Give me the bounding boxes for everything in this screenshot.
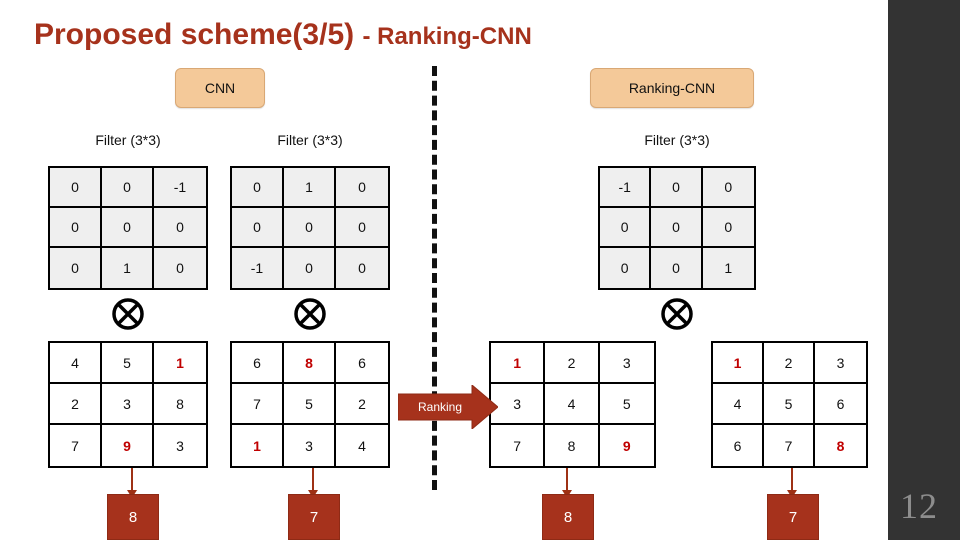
grid-cell: 3 — [154, 425, 206, 466]
grid-cell: 4 — [545, 384, 600, 425]
grid-cell: 7 — [764, 425, 815, 466]
result-box: 8 — [542, 494, 594, 540]
grid-cell: 6 — [232, 343, 284, 384]
grid-cell: 7 — [232, 384, 284, 425]
grid-cell: 5 — [764, 384, 815, 425]
grid-cell: 8 — [815, 425, 866, 466]
grid-cell: 0 — [50, 248, 102, 288]
grid-cell: 1 — [702, 248, 754, 288]
page-title-main: Proposed scheme(3/5) — [34, 18, 363, 51]
connector-line — [131, 468, 133, 492]
grid-cell: 1 — [232, 425, 284, 466]
grid-cell: 7 — [491, 425, 546, 466]
convolution-icon — [292, 296, 328, 332]
grid-cell: 5 — [284, 384, 336, 425]
grid-cell: 0 — [702, 168, 754, 208]
ranking-arrow: Ranking — [398, 385, 498, 429]
grid-cell: 1 — [284, 168, 336, 208]
grid-cell: 0 — [232, 168, 284, 208]
convolution-icon — [659, 296, 695, 332]
grid-cell: -1 — [600, 168, 652, 208]
connector-line — [312, 468, 314, 492]
grid-cell: 3 — [284, 425, 336, 466]
grid-cell: 1 — [491, 343, 546, 384]
caption-filter-2: Filter (3*3) — [277, 132, 343, 148]
grid-cell: 1 — [154, 343, 206, 384]
grid-cell: 3 — [815, 343, 866, 384]
grid-cell: 9 — [599, 425, 654, 466]
caption-filter-1: Filter (3*3) — [95, 132, 161, 148]
grid-cell: 2 — [336, 384, 388, 425]
grid-cell: 3 — [102, 384, 154, 425]
grid-cell: 0 — [336, 208, 388, 248]
grid-cell: -1 — [232, 248, 284, 288]
grid-cell: 1 — [713, 343, 764, 384]
grid-cell: 3 — [491, 384, 546, 425]
page-title-sub: - Ranking-CNN — [362, 23, 532, 50]
grid-cell: -1 — [154, 168, 206, 208]
slide-side-band — [888, 0, 960, 540]
result-box: 7 — [767, 494, 819, 540]
grid-cell: 0 — [651, 168, 703, 208]
grid-cell: 0 — [600, 248, 652, 288]
grid-cell: 0 — [651, 208, 703, 248]
page-title: Proposed scheme(3/5) - Ranking-CNN — [34, 18, 874, 60]
grid-cell: 6 — [815, 384, 866, 425]
grid-cell: 4 — [336, 425, 388, 466]
connector-line — [566, 468, 568, 492]
slide-number: 12 — [900, 486, 938, 526]
connector-line — [791, 468, 793, 492]
grid-cell: 4 — [713, 384, 764, 425]
grid-cell: 8 — [154, 384, 206, 425]
grid-cell: 6 — [336, 343, 388, 384]
grid-cell: 0 — [102, 208, 154, 248]
grid-cell: 0 — [702, 208, 754, 248]
grid-cell: 5 — [102, 343, 154, 384]
grid-cell: 0 — [154, 208, 206, 248]
grid-cell: 7 — [50, 425, 102, 466]
grid-cell: 0 — [336, 168, 388, 208]
grid-cell: 0 — [600, 208, 652, 248]
grid-cell: 0 — [284, 248, 336, 288]
grid-cell: 0 — [154, 248, 206, 288]
grid-cell: 8 — [284, 343, 336, 384]
grid-cell: 0 — [102, 168, 154, 208]
convolution-icon — [110, 296, 146, 332]
grid-cell: 0 — [651, 248, 703, 288]
result-box: 8 — [107, 494, 159, 540]
section-divider — [432, 66, 437, 490]
grid-cell: 1 — [102, 248, 154, 288]
grid-cell: 2 — [764, 343, 815, 384]
grid-cell: 8 — [545, 425, 600, 466]
tag-ranking-cnn: Ranking-CNN — [590, 68, 754, 108]
grid-cell: 4 — [50, 343, 102, 384]
caption-filter-3: Filter (3*3) — [644, 132, 710, 148]
grid-cell: 0 — [50, 168, 102, 208]
grid-cell: 2 — [545, 343, 600, 384]
grid-cell: 0 — [284, 208, 336, 248]
grid-cell: 2 — [50, 384, 102, 425]
result-box: 7 — [288, 494, 340, 540]
grid-cell: 0 — [336, 248, 388, 288]
grid-cell: 3 — [599, 343, 654, 384]
grid-cell: 9 — [102, 425, 154, 466]
grid-cell: 5 — [599, 384, 654, 425]
grid-cell: 0 — [232, 208, 284, 248]
grid-cell: 0 — [50, 208, 102, 248]
ranking-arrow-label: Ranking — [417, 400, 463, 414]
tag-cnn: CNN — [175, 68, 265, 108]
grid-cell: 6 — [713, 425, 764, 466]
